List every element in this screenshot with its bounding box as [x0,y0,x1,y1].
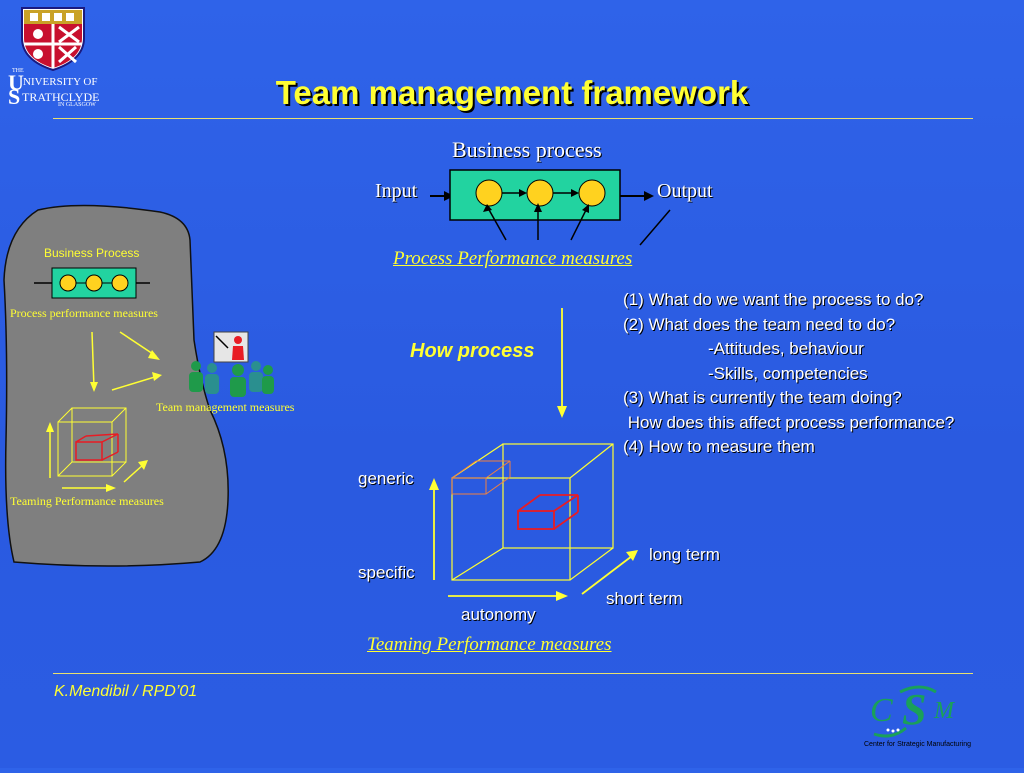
output-label: Output [657,180,713,202]
input-label: Input [375,180,418,202]
generic-label: generic [358,469,414,488]
logo-line3: IN GLASGOW [58,102,96,108]
university-logo [6,4,106,114]
team-meeting-icon [186,330,276,400]
logo-u: U [8,70,24,95]
csm-logo: C S M Center for Strategic Manufacturing [860,684,980,754]
csm-s: S [902,685,927,734]
teaming-measures-label: Teaming Performance measures [367,634,612,655]
question-2b: -Skills, competencies [623,363,868,383]
csm-caption: Center for Strategic Manufacturing [864,741,971,748]
question-2a: -Attitudes, behaviour [623,339,864,358]
long-term-label: long term [649,545,720,564]
csm-logo-icon [873,685,937,738]
page-title: Team management framework [275,74,749,111]
question-3: (3) What is currently the team doing? [623,388,902,407]
crest-icon [21,7,85,72]
process-measures-label: Process Performance measures [393,248,633,269]
business-process-label: Business process [452,137,602,162]
logo-line1: NIVERSITY OF [23,76,98,88]
footer-rule [53,673,973,674]
logo-s: S [8,84,21,109]
csm-c: C [870,692,893,729]
inset-process-measures: Process performance measures [10,306,158,320]
question-2: (2) What does the team need to do? [623,314,896,334]
inset-business-process: Business Process [44,246,140,260]
inset-svg [3,204,229,567]
autonomy-label: autonomy [461,605,536,624]
inset-team-management: Team management measures [156,400,295,414]
title-rule [53,118,973,119]
specific-label: specific [358,563,415,582]
short-term-label: short term [606,589,683,608]
csm-m: M [934,698,954,724]
how-process-label: How process [410,340,535,362]
questions-list: (1) What do we want the process to do? (… [623,288,954,460]
question-4: (4) How to measure them [623,437,815,456]
logo-line2: TRATHCLYDE [22,90,100,104]
footer-author: K.Mendibil / RPD’01 [54,683,198,700]
question-1: (1) What do we want the process to do? [623,290,924,309]
question-3a: How does this affect process performance… [623,412,955,432]
logo-the: THE [12,68,24,74]
inset-teaming-measures: Teaming Performance measures [10,494,164,508]
inset-panel [0,200,340,570]
